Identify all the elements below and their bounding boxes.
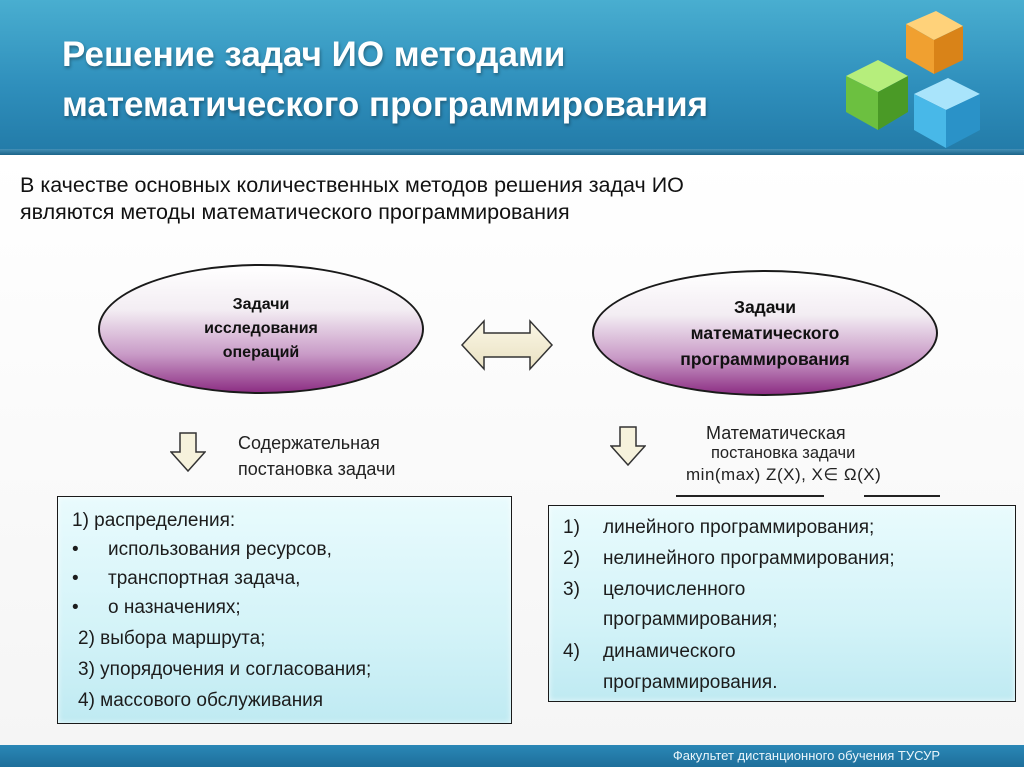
title-line-2: математического программирования <box>62 85 709 124</box>
slide-title: Решение задач ИО методами математическог… <box>62 30 822 130</box>
list-item: • использования ресурсов, <box>72 539 332 560</box>
right-oval-line-1: Задачи <box>733 297 797 317</box>
green-cube-icon <box>846 60 908 130</box>
hexagon-cubes-logo <box>846 11 980 148</box>
footer-text: Факультет дистанционного обучения ТУСУР <box>672 748 940 763</box>
right-caption-line-1: Математическая <box>706 423 846 443</box>
down-arrow-icon <box>170 432 206 472</box>
list-item: 3) упорядочения и согласования; <box>78 659 372 680</box>
formula-underline <box>864 495 940 497</box>
title-line-1: Решение задач ИО методами <box>62 35 566 74</box>
list-item: 2) нелинейного программирования; <box>563 548 895 569</box>
left-caption-line-2: постановка задачи <box>238 459 396 479</box>
list-item: • о назначениях; <box>72 597 241 618</box>
right-caption-line-2: постановка задачи <box>711 444 856 462</box>
right-oval-line-3: программирования <box>680 349 850 369</box>
orange-cube-icon <box>906 11 963 74</box>
list-item: 4) динамического <box>563 641 736 662</box>
objective-formula: min(max) Z(X), X∈ Ω(X) <box>686 465 882 484</box>
double-arrow-icon <box>460 319 554 371</box>
operations-research-tasks-box: 1) распределения: • использования ресурс… <box>57 496 512 724</box>
down-arrow-icon <box>610 426 646 466</box>
left-oval-line-3: операций <box>222 344 300 361</box>
slide-footer: Факультет дистанционного обучения ТУСУР <box>0 745 1024 767</box>
list-item: 3) целочисленного <box>563 579 746 600</box>
left-oval-line-1: Задачи <box>232 296 290 313</box>
intro-line-2: являются методы математического программ… <box>20 200 570 224</box>
operations-research-oval: Задачи исследования операций <box>98 264 424 394</box>
math-programming-types-box: 1) линейного программирования; 2) нелине… <box>548 505 1016 702</box>
intro-text: В качестве основных количественных метод… <box>20 172 1020 226</box>
right-oval-line-2: математического <box>690 323 840 343</box>
blue-cube-icon <box>914 78 980 148</box>
slide-header: Решение задач ИО методами математическог… <box>0 0 1024 155</box>
intro-line-1: В качестве основных количественных метод… <box>20 173 684 197</box>
content-statement-caption: Содержательная постановка задачи <box>238 430 395 482</box>
list-item: 4) массового обслуживания <box>78 690 324 711</box>
bullet: • <box>72 597 79 618</box>
list-item: 1) линейного программирования; <box>563 517 875 538</box>
math-programming-oval: Задачи математического программирования <box>592 270 938 396</box>
left-caption-line-1: Содержательная <box>238 433 380 453</box>
bullet: • <box>72 568 79 589</box>
list-item: • транспортная задача, <box>72 568 301 589</box>
formula-underline <box>676 495 824 497</box>
list-item: 1) распределения: <box>72 510 236 531</box>
list-item: 2) выбора маршрута; <box>78 628 266 649</box>
left-oval-line-2: исследования <box>204 320 318 337</box>
bullet: • <box>72 539 79 560</box>
